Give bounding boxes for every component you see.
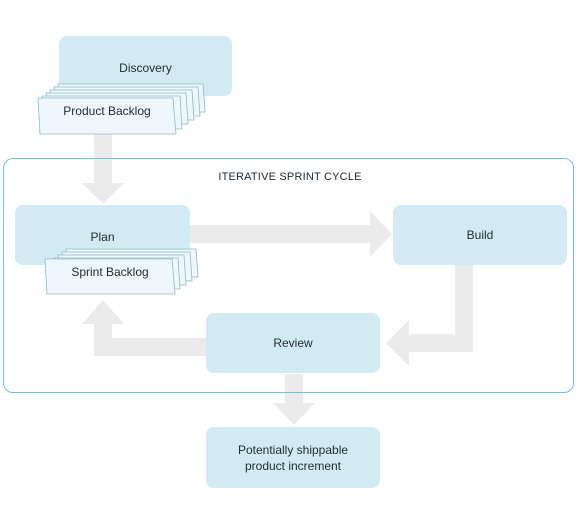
discovery-label: Discovery <box>119 61 172 75</box>
product-backlog-label: Product Backlog <box>63 104 151 118</box>
build-label: Build <box>466 228 494 242</box>
sprint-backlog-label: Sprint Backlog <box>71 265 149 279</box>
arrow-review-to-plan <box>82 300 206 356</box>
arrow-build-to-review <box>386 264 473 366</box>
increment-label-line1: Potentially shippable <box>237 442 349 457</box>
arrow-review-to-increment <box>273 374 315 425</box>
arrow-discovery-to-plan <box>82 128 124 204</box>
increment-label-line2: product increment <box>244 458 342 473</box>
increment-node: Potentially shippable product increment <box>206 427 380 488</box>
review-label: Review <box>273 336 313 350</box>
build-node: Build <box>393 205 567 265</box>
sprint-cycle-frame <box>3 158 574 393</box>
review-node: Review <box>206 313 380 373</box>
plan-label: Plan <box>90 230 115 244</box>
sprint-cycle-title: ITERATIVE SPRINT CYCLE <box>218 171 362 183</box>
arrow-plan-to-build <box>190 211 392 257</box>
